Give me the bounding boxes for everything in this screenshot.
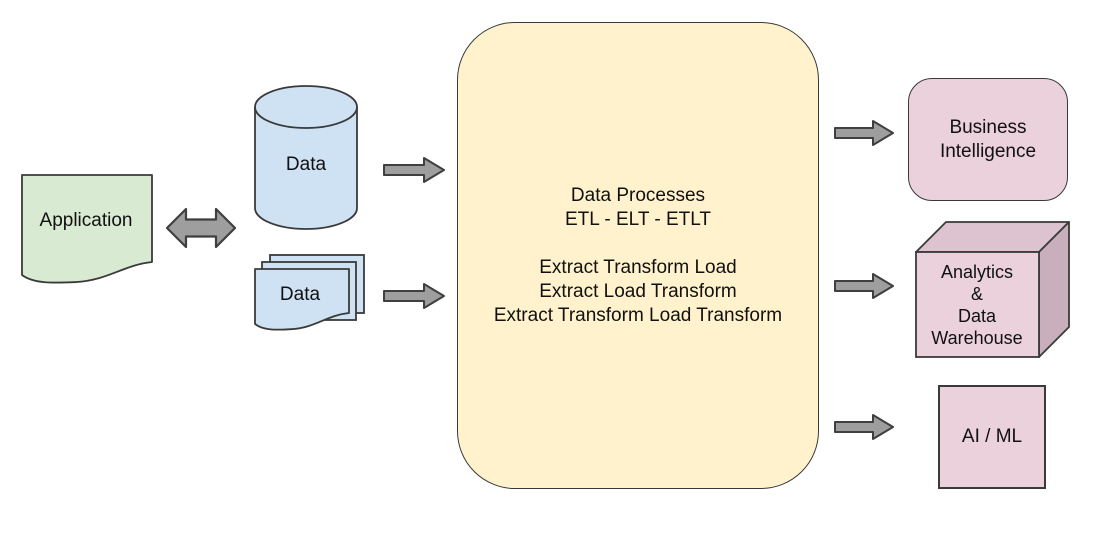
data-processes-box: Data Processes ETL - ELT - ETLT Extract … <box>457 22 819 489</box>
arrow-right-icon <box>383 157 445 183</box>
application-document-shape <box>21 174 153 284</box>
arrow-right-icon <box>834 414 894 440</box>
arrow-right-icon <box>383 283 445 309</box>
arrow-right-icon <box>834 273 894 299</box>
data-files-shape <box>254 254 365 331</box>
process-detail-line: Extract Transform Load Transform <box>493 304 783 326</box>
analytics-warehouse-cube-shape <box>915 221 1070 358</box>
analytics-warehouse-line: Analytics <box>940 261 1014 282</box>
process-title-line1: Data Processes <box>570 184 706 206</box>
analytics-warehouse-line: & <box>970 283 983 304</box>
ai-ml-box: AI / ML <box>938 385 1046 489</box>
analytics-warehouse-label: Analytics & Data Warehouse <box>915 252 1039 357</box>
process-title: Data Processes ETL - ELT - ETLT <box>565 184 711 232</box>
process-detail-line: Extract Transform Load <box>539 256 737 278</box>
ai-ml-label: AI / ML <box>961 426 1023 447</box>
analytics-warehouse-line: Warehouse <box>931 327 1023 348</box>
business-intelligence-box: Business Intelligence <box>908 78 1068 201</box>
arrow-right-icon <box>834 120 894 146</box>
analytics-warehouse-line: Data <box>957 305 997 326</box>
process-detail-line: Extract Load Transform <box>539 280 737 302</box>
process-title-line2: ETL - ELT - ETLT <box>564 208 712 230</box>
business-intelligence-label-line2: Intelligence <box>939 140 1037 162</box>
data-cylinder-shape <box>254 85 358 230</box>
business-intelligence-label-line1: Business <box>949 116 1027 138</box>
process-details: Extract Transform Load Extract Load Tran… <box>494 256 782 328</box>
arrow-bidirectional-icon <box>165 207 237 249</box>
